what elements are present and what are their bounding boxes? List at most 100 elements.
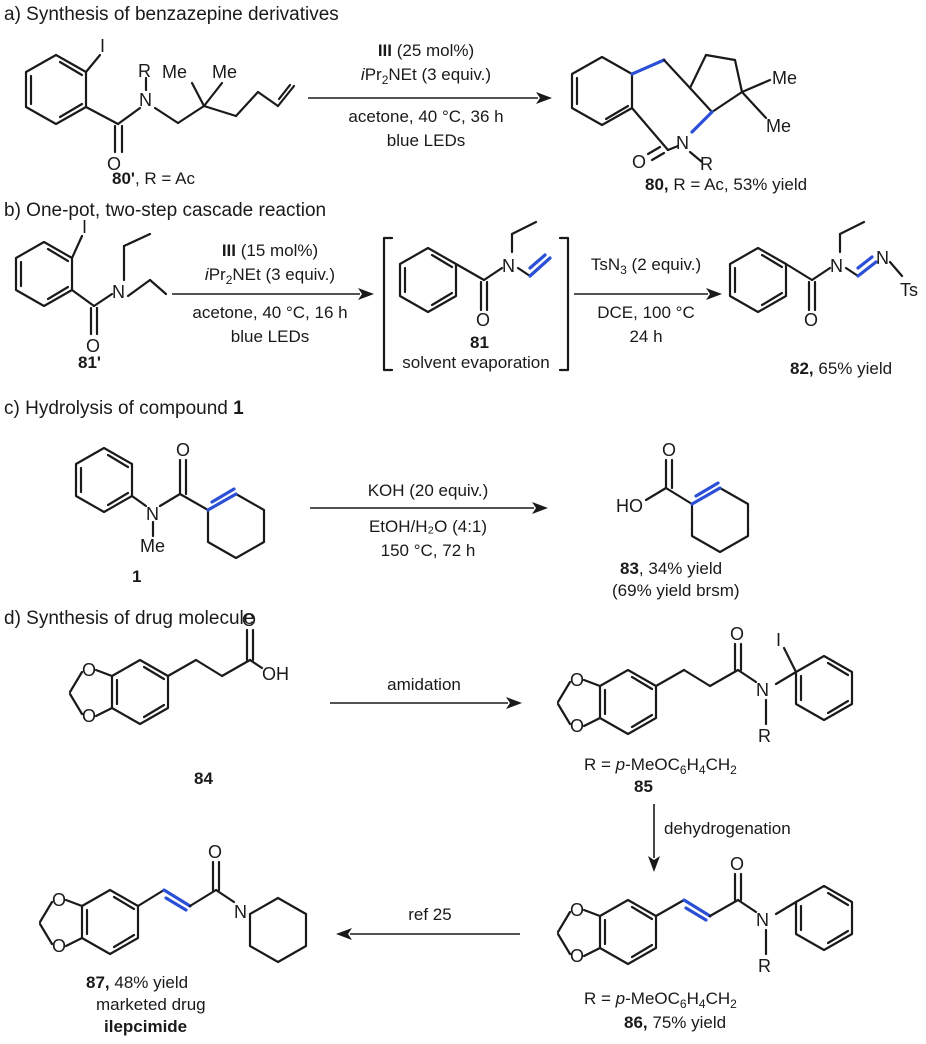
atom-tosyl: Ts: [900, 280, 918, 300]
atom-hydroxyl: HO: [616, 496, 643, 516]
atom-oxygen: O: [476, 310, 490, 330]
atom-oxygen: O: [242, 610, 256, 630]
atom-r: R: [700, 154, 713, 174]
atom-nitrogen: N: [756, 910, 769, 930]
compound-83-note: (69% yield brsm): [612, 581, 740, 600]
atom-oxygen: O: [82, 660, 96, 680]
reaction-b-reagent: TsN3 (2 equiv.): [591, 255, 701, 277]
atom-oxygen: O: [730, 624, 744, 644]
reaction-a-catalyst: III (25 mol%): [378, 41, 474, 60]
reaction-a-base: iPr2NEt (3 equiv.): [361, 65, 491, 87]
atom-oxygen: O: [730, 854, 744, 874]
atom-hydroxyl: OH: [262, 664, 289, 684]
compound-87-note: marketed drug: [96, 995, 206, 1014]
compound-81-label: 81: [470, 333, 489, 352]
atom-nitrogen: N: [234, 902, 247, 922]
atom-oxygen: O: [52, 890, 66, 910]
compound-83-label: 83, 34% yield: [620, 559, 722, 578]
atom-oxygen: O: [82, 706, 96, 726]
reaction-b-light: blue LEDs: [231, 327, 309, 346]
reaction-c-arrow: [310, 502, 548, 514]
atom-iodine: I: [100, 36, 105, 56]
compound-81-prime: I O N: [14, 217, 168, 356]
atom-iodine: I: [82, 217, 87, 237]
atom-oxygen: O: [86, 336, 100, 356]
atom-nitrogen: N: [112, 282, 125, 302]
compound-87: O O O N: [38, 842, 308, 964]
atom-methyl: Me: [162, 62, 187, 82]
atom-nitrogen: N: [502, 256, 515, 276]
reaction-b-arrow-1: [172, 288, 374, 300]
compound-80-prime: I O N R Me Me: [24, 36, 296, 174]
atom-oxygen: O: [208, 842, 222, 862]
r-group-definition: R = p-MeOC6H4CH2: [584, 755, 737, 777]
atom-r: R: [138, 61, 151, 81]
atom-oxygen: O: [52, 936, 66, 956]
compound-80-label: 80, R = Ac, 53% yield: [645, 175, 807, 194]
atom-methyl: Me: [766, 116, 791, 136]
atom-methyl: Me: [212, 62, 237, 82]
compound-83: O HO: [616, 440, 750, 554]
atom-nitrogen: N: [876, 248, 889, 268]
reaction-b-arrow-2: [574, 288, 722, 300]
section-c-title: c) Hydrolysis of compound 1: [4, 398, 244, 419]
step-amidation: amidation: [387, 675, 461, 694]
compound-84-label: 84: [194, 769, 213, 788]
reaction-c-temperature: 150 °C, 72 h: [381, 541, 476, 560]
section-d-title: d) Synthesis of drug molecule: [4, 608, 254, 629]
reaction-d-arrow-3: [336, 928, 520, 940]
atom-r: R: [758, 956, 771, 976]
atom-nitrogen: N: [146, 504, 159, 524]
compound-80: N O R Me Me: [570, 53, 797, 174]
compound-81-prime-label: 81': [78, 353, 101, 372]
reaction-b-step2-time: 24 h: [629, 327, 662, 346]
compound-87-label: 87, 48% yield: [86, 973, 188, 992]
atom-r: R: [758, 726, 771, 746]
compound-1-label: 1: [132, 567, 141, 586]
atom-methyl: Me: [772, 68, 797, 88]
compound-86-label: 86, 75% yield: [624, 1013, 726, 1032]
compound-82: O N N Ts: [728, 220, 918, 330]
atom-oxygen: O: [107, 154, 121, 174]
atom-nitrogen: N: [676, 133, 689, 153]
compound-81: O N: [398, 220, 552, 330]
atom-oxygen: O: [570, 900, 584, 920]
reaction-a-arrow: [308, 92, 552, 104]
atom-nitrogen: N: [139, 90, 152, 110]
atom-oxygen: O: [662, 440, 676, 460]
atom-methyl: Me: [140, 536, 165, 556]
step-dehydrogenation: dehydrogenation: [664, 819, 791, 838]
atom-oxygen: O: [570, 946, 584, 966]
compound-1: O N Me: [74, 440, 266, 560]
compound-85-label: 85: [634, 777, 653, 796]
section-a-title: a) Synthesis of benzazepine derivatives: [4, 4, 339, 25]
reaction-c-solvent: EtOH/H₂O (4:1): [369, 517, 487, 536]
reaction-a-light: blue LEDs: [387, 131, 465, 150]
step-reference: ref 25: [408, 905, 451, 924]
reaction-d-arrow-1: [330, 697, 522, 709]
reaction-a-solvent: acetone, 40 °C, 36 h: [348, 107, 503, 126]
atom-nitrogen: N: [830, 256, 843, 276]
compound-82-label: 82, 65% yield: [790, 359, 892, 378]
reaction-b-solvent: acetone, 40 °C, 16 h: [192, 303, 347, 322]
atom-nitrogen: N: [756, 680, 769, 700]
atom-oxygen: O: [176, 440, 190, 460]
atom-iodine: I: [776, 630, 781, 650]
compound-84: O O O OH: [68, 610, 289, 726]
r-group-definition: R = p-MeOC6H4CH2: [584, 989, 737, 1011]
compound-85: O O O N R I: [556, 624, 854, 746]
section-b-title: b) One-pot, two-step cascade reaction: [4, 200, 326, 221]
compound-80-prime-label: 80', R = Ac: [112, 169, 195, 188]
atom-oxygen: O: [632, 152, 646, 172]
reaction-b-base: iPr2NEt (3 equiv.): [205, 265, 335, 287]
reaction-b-catalyst: III (15 mol%): [222, 241, 318, 260]
atom-oxygen: O: [570, 670, 584, 690]
intermediate-note: solvent evaporation: [402, 353, 549, 372]
compound-87-name: ilepcimide: [104, 1017, 187, 1036]
intermediate-bracket: [382, 236, 570, 372]
atom-oxygen: O: [570, 716, 584, 736]
compound-86: O O O N R: [556, 854, 854, 976]
reaction-c-base: KOH (20 equiv.): [368, 481, 489, 500]
reaction-d-arrow-2: [648, 804, 660, 872]
